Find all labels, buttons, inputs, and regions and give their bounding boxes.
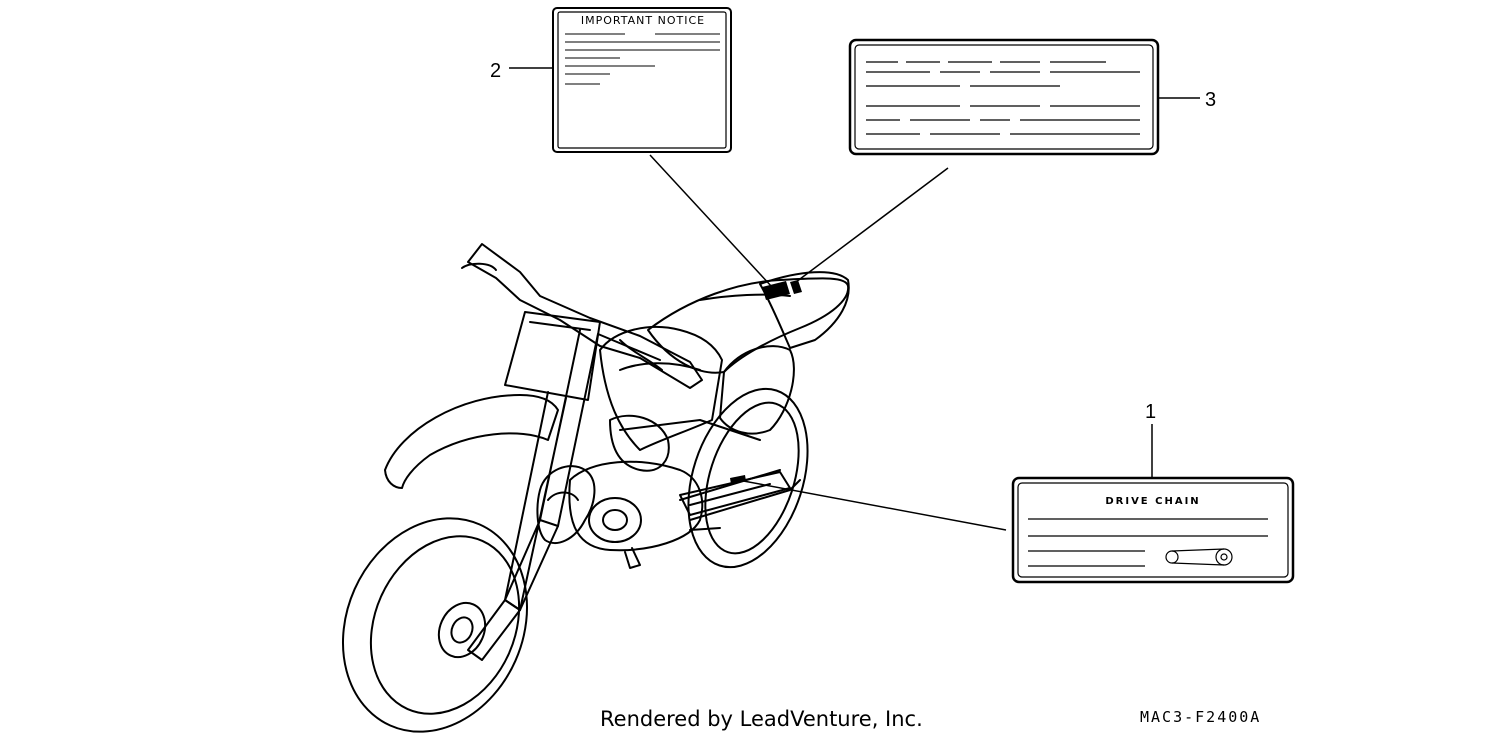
label-3-outer [848,38,1160,156]
rear-tire [687,387,809,569]
engine [568,460,704,552]
rear-fender [759,271,850,349]
front-fork [504,329,599,611]
label-1-outer [1011,476,1295,584]
label-important-notice[interactable]: IMPORTANT NOTICE [552,7,732,153]
label-3[interactable] [848,38,1160,156]
exhaust-pipe [536,465,596,545]
front-fender [384,394,559,489]
front-hub [437,601,487,659]
radiator-shroud [609,414,670,472]
front-tire-inner [369,535,521,715]
credit-text: Rendered by LeadVenture, Inc. [600,707,923,731]
motorcycle-illustration [341,243,850,733]
callout-number-2: 2 [490,60,501,82]
callout-number-3: 3 [1205,89,1216,111]
label-2-inner [557,11,727,149]
label-3-text-lines [866,61,1140,135]
label-2-outer [552,7,732,153]
frame [597,333,801,521]
seat [647,277,850,374]
callout-number-1: 1 [1145,401,1156,423]
side-panel [719,345,795,435]
label-1-inner [1017,482,1289,578]
label-1-title: DRIVE CHAIN [1105,496,1200,507]
leader-line-2 [649,154,773,288]
number-plate [504,311,601,401]
drive-chain [689,483,771,506]
front-tire [341,517,529,733]
label-drive-chain[interactable]: DRIVE CHAIN [1011,476,1295,584]
swingarm [679,471,791,516]
fender-decals [762,280,802,300]
rear-tire-inner [704,401,800,555]
handlebar [467,243,703,389]
label-1-text-lines [1028,518,1268,567]
label-2-title: IMPORTANT NOTICE [581,14,705,27]
chain-adjuster-icon [1165,548,1233,566]
label-2-text-lines [565,33,720,85]
swingarm-decal [730,475,746,484]
diagram-code: MAC3-F2400A [1140,708,1261,726]
leader-line-1 [737,479,1007,531]
label-3-inner [854,44,1154,150]
leader-line-3 [795,167,949,283]
